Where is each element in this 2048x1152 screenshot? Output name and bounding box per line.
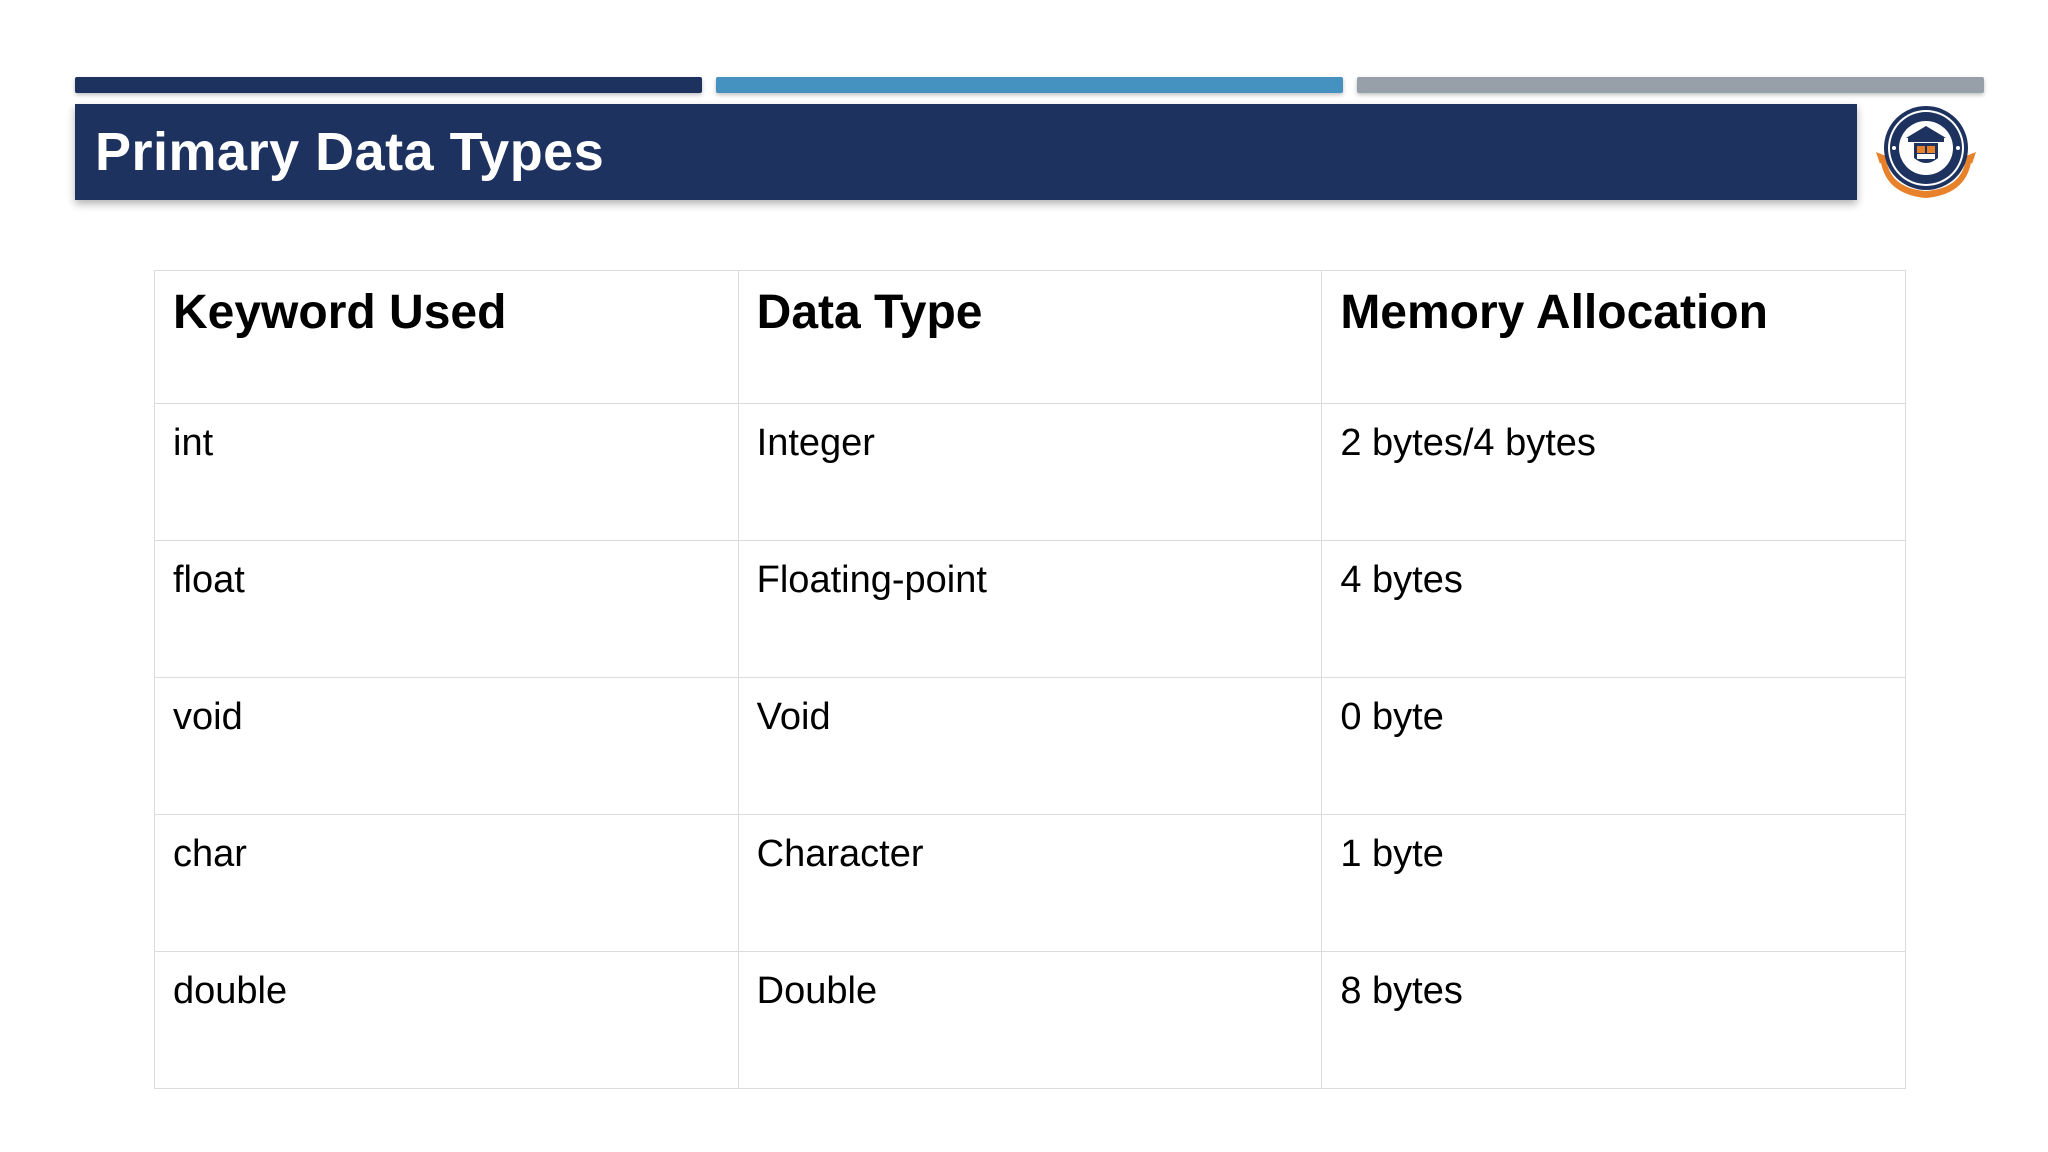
cell-memory: 8 bytes bbox=[1321, 951, 1906, 1089]
data-types-table: Keyword Used Data Type Memory Allocation… bbox=[154, 270, 1906, 1089]
accent-bar-light-blue bbox=[716, 77, 1343, 93]
college-crest-logo-icon bbox=[1872, 102, 1980, 202]
column-header-keyword: Keyword Used bbox=[154, 270, 739, 404]
column-header-data-type: Data Type bbox=[737, 270, 1323, 404]
cell-data-type: Integer bbox=[737, 403, 1323, 541]
cell-data-type: Floating-point bbox=[737, 540, 1323, 678]
cell-keyword: int bbox=[154, 403, 739, 541]
table-row: float Floating-point 4 bytes bbox=[154, 540, 1906, 678]
column-header-memory: Memory Allocation bbox=[1321, 270, 1906, 404]
cell-data-type: Double bbox=[737, 951, 1323, 1089]
cell-memory: 4 bytes bbox=[1321, 540, 1906, 678]
accent-bar-dark-blue bbox=[75, 77, 702, 93]
table-row: int Integer 2 bytes/4 bytes bbox=[154, 403, 1906, 541]
cell-data-type: Character bbox=[737, 814, 1323, 952]
cell-memory: 0 byte bbox=[1321, 677, 1906, 815]
table-row: void Void 0 byte bbox=[154, 677, 1906, 815]
slide-title: Primary Data Types bbox=[95, 122, 605, 182]
table-row: char Character 1 byte bbox=[154, 814, 1906, 952]
table-header-row: Keyword Used Data Type Memory Allocation bbox=[154, 270, 1906, 404]
cell-memory: 1 byte bbox=[1321, 814, 1906, 952]
cell-keyword: double bbox=[154, 951, 739, 1089]
cell-memory: 2 bytes/4 bytes bbox=[1321, 403, 1906, 541]
cell-keyword: void bbox=[154, 677, 739, 815]
cell-keyword: float bbox=[154, 540, 739, 678]
cell-keyword: char bbox=[154, 814, 739, 952]
accent-bar-gray bbox=[1357, 77, 1984, 93]
cell-data-type: Void bbox=[737, 677, 1323, 815]
table-row: double Double 8 bytes bbox=[154, 951, 1906, 1089]
title-banner: Primary Data Types bbox=[75, 104, 1857, 200]
